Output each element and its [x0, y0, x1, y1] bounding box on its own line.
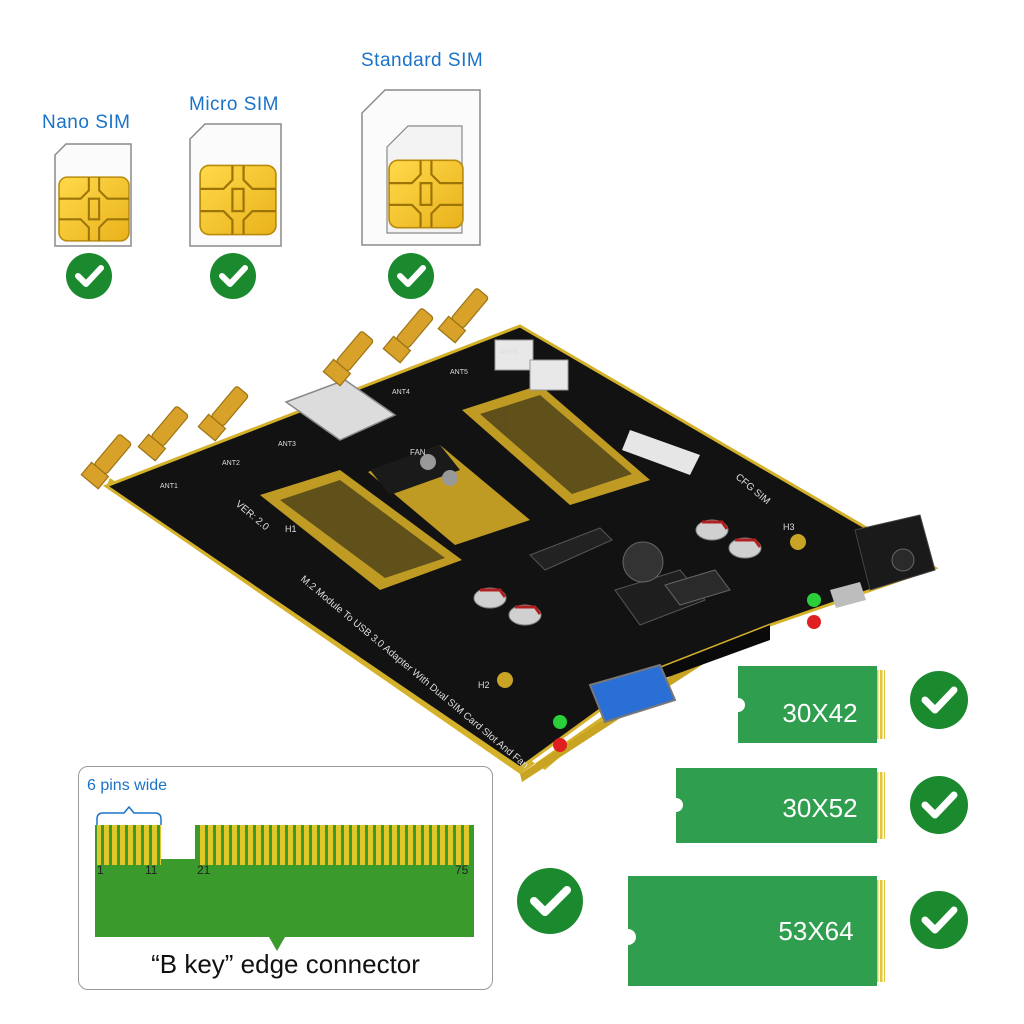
board-ant-label-4: ANT4 — [392, 389, 410, 396]
nano-sim-card — [54, 143, 132, 247]
b-key-connector-box: 6 pins wide 1 11 21 75 “B key” edge conn… — [78, 766, 493, 990]
pin-11-label: 11 — [145, 863, 158, 877]
board-fan-text: FAN — [410, 448, 426, 457]
module-53x64: 53X64 — [628, 876, 885, 986]
pins-wide-label: 6 pins wide — [87, 777, 168, 794]
pin-75-label: 75 — [455, 863, 469, 877]
board-ant-label-2: ANT2 — [222, 460, 240, 467]
nano-sim-check-icon — [66, 253, 112, 299]
b-key-caption: “B key” edge connector — [151, 949, 420, 979]
board-ant-label-5: ANT5 — [450, 369, 468, 376]
module-30x42: 30X42 — [738, 666, 885, 743]
module-30x42-check-icon — [910, 671, 968, 729]
micro-sim-label: Micro SIM — [189, 94, 279, 115]
module-30x52-check-icon — [910, 776, 968, 834]
micro-sim-check-icon — [210, 253, 256, 299]
module-53x64-label: 53X64 — [778, 916, 853, 946]
pin-21-label: 21 — [197, 863, 211, 877]
pin-1-label: 1 — [97, 863, 104, 877]
module-53x64-check-icon — [910, 891, 968, 949]
module-30x42-label: 30X42 — [782, 698, 857, 728]
board-ant-label-3: ANT3 — [278, 441, 296, 448]
module-30x52-label: 30X52 — [782, 793, 857, 823]
b-key-connector-diagram — [95, 805, 474, 951]
board-ant-label-6: ANT6 — [500, 349, 518, 356]
micro-sim-card — [189, 123, 282, 247]
board-ant-label-1: ANT1 — [160, 483, 178, 490]
board-h3-label: H3 — [783, 522, 795, 532]
nano-sim-label: Nano SIM — [42, 112, 131, 133]
b-key-check-icon — [517, 868, 583, 934]
standard-sim-check-icon — [388, 253, 434, 299]
board-h2-label: H2 — [478, 680, 490, 690]
board-h1-label: H1 — [285, 524, 297, 534]
module-30x52: 30X52 — [676, 768, 885, 843]
standard-sim-card — [361, 89, 481, 246]
standard-sim-label: Standard SIM — [361, 50, 484, 71]
